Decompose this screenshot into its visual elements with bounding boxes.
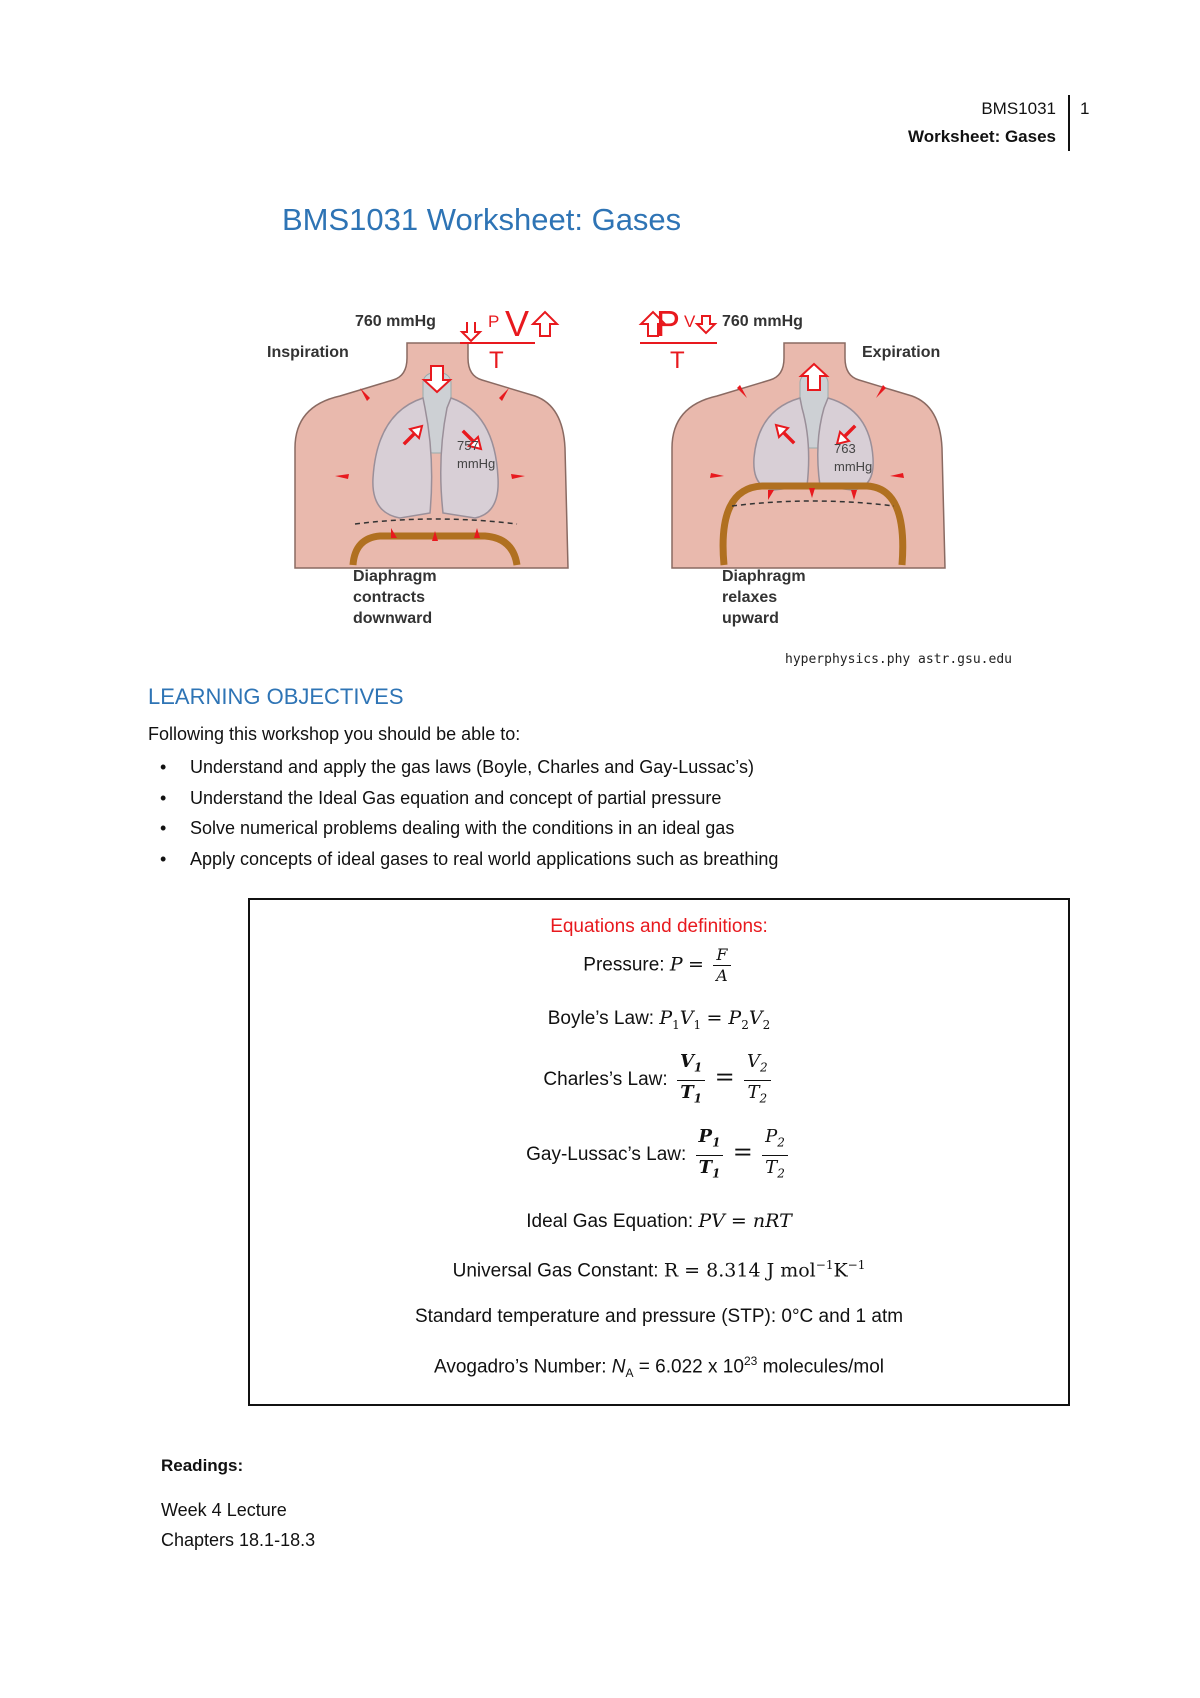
inspiration-t-symbol: T	[489, 347, 504, 374]
avogadro-value: = 6.022 x 10	[633, 1356, 744, 1378]
expiration-p-symbol: P	[656, 303, 680, 344]
inspiration-lung-pressure-value: 757	[457, 438, 479, 453]
avogadro-label: Avogadro’s Number:	[433, 1356, 612, 1378]
expiration-diaphragm-3: upward	[722, 610, 779, 627]
list-item: Understand and apply the gas laws (Boyle…	[160, 752, 778, 783]
list-item: Solve numerical problems dealing with th…	[160, 813, 778, 844]
expiration-diaphragm-1: Diaphragm	[722, 568, 806, 585]
inspiration-lung-pressure-unit: mmHg	[457, 456, 495, 471]
gas-constant-value: R = 8.314 J mol	[663, 1259, 816, 1282]
stp-definition: Standard temperature and pressure (STP):…	[414, 1306, 904, 1327]
document-title: BMS1031 Worksheet: Gases	[282, 202, 682, 237]
breathing-diagram: 760 mmHg Inspiration 757 mmHg Diaphragm …	[267, 303, 946, 627]
expiration-panel: 760 mmHg Expiration 763 mmHg Diaphragm r…	[638, 303, 946, 627]
objectives-intro: Following this workshop you should be ab…	[148, 724, 521, 744]
expiration-pressure: 760 mmHg	[722, 313, 803, 330]
inspiration-p-symbol: P	[488, 312, 499, 331]
page-number: 1	[1080, 99, 1090, 118]
readings-heading: Readings:	[161, 1456, 244, 1475]
avogadro-line: Avogadro’s Number: NA = 6.022 x 1023 mol…	[433, 1354, 885, 1381]
header-subtitle: Worksheet: Gases	[907, 127, 1056, 146]
inspiration-diaphragm-1: Diaphragm	[353, 568, 437, 585]
avogadro-exponent: 23	[743, 1354, 758, 1368]
ideal-gas-formula: PV = nRT	[698, 1210, 792, 1232]
header-course: BMS1031	[981, 99, 1056, 118]
inspiration-pressure: 760 mmHg	[355, 313, 436, 330]
gas-constant-line: Universal Gas Constant: R = 8.314 J mol−…	[452, 1258, 866, 1282]
boyle-label: Boyle’s Law:	[547, 1008, 660, 1029]
readings-line-2: Chapters 18.1-18.3	[161, 1530, 316, 1550]
boyle-equation: Boyle’s Law: P1V1 = P2V2	[547, 1007, 771, 1032]
list-item: Understand the Ideal Gas equation and co…	[160, 783, 778, 814]
objectives-heading: LEARNING OBJECTIVES	[148, 684, 404, 709]
inspiration-v-symbol: V	[505, 303, 529, 344]
expiration-v-symbol: V	[684, 312, 696, 331]
list-item: Apply concepts of ideal gases to real wo…	[160, 844, 778, 875]
charles-label: Charles’s Law:	[543, 1069, 673, 1091]
ideal-gas-label: Ideal Gas Equation:	[526, 1211, 699, 1232]
equations-title: Equations and definitions:	[550, 916, 768, 937]
objectives-list: Understand and apply the gas laws (Boyle…	[160, 752, 778, 874]
expiration-t-symbol: T	[670, 347, 685, 374]
expiration-lung-pressure-value: 763	[834, 441, 856, 456]
readings-line-1: Week 4 Lecture	[161, 1500, 287, 1520]
gay-lussac-label: Gay-Lussac’s Law:	[526, 1144, 692, 1166]
inspiration-diaphragm-3: downward	[353, 610, 432, 627]
inspiration-diaphragm-2: contracts	[353, 589, 425, 606]
pressure-label: Pressure:	[583, 954, 670, 976]
page-header: BMS1031 Worksheet: Gases	[908, 95, 1070, 151]
inspiration-panel: 760 mmHg Inspiration 757 mmHg Diaphragm …	[267, 303, 569, 627]
expiration-label: Expiration	[862, 344, 940, 361]
inspiration-label: Inspiration	[267, 344, 349, 361]
expiration-lung-pressure-unit: mmHg	[834, 459, 872, 474]
figure-credit: hyperphysics.phy astr.gsu.edu	[785, 652, 1012, 667]
ideal-gas-equation: Ideal Gas Equation: PV = nRT	[250, 1210, 1068, 1233]
gas-constant-label: Universal Gas Constant:	[452, 1260, 664, 1282]
equations-box: Equations and definitions: Pressure: P =…	[248, 898, 1070, 1406]
expiration-diaphragm-2: relaxes	[722, 589, 777, 606]
avogadro-unit: molecules/mol	[757, 1356, 885, 1378]
